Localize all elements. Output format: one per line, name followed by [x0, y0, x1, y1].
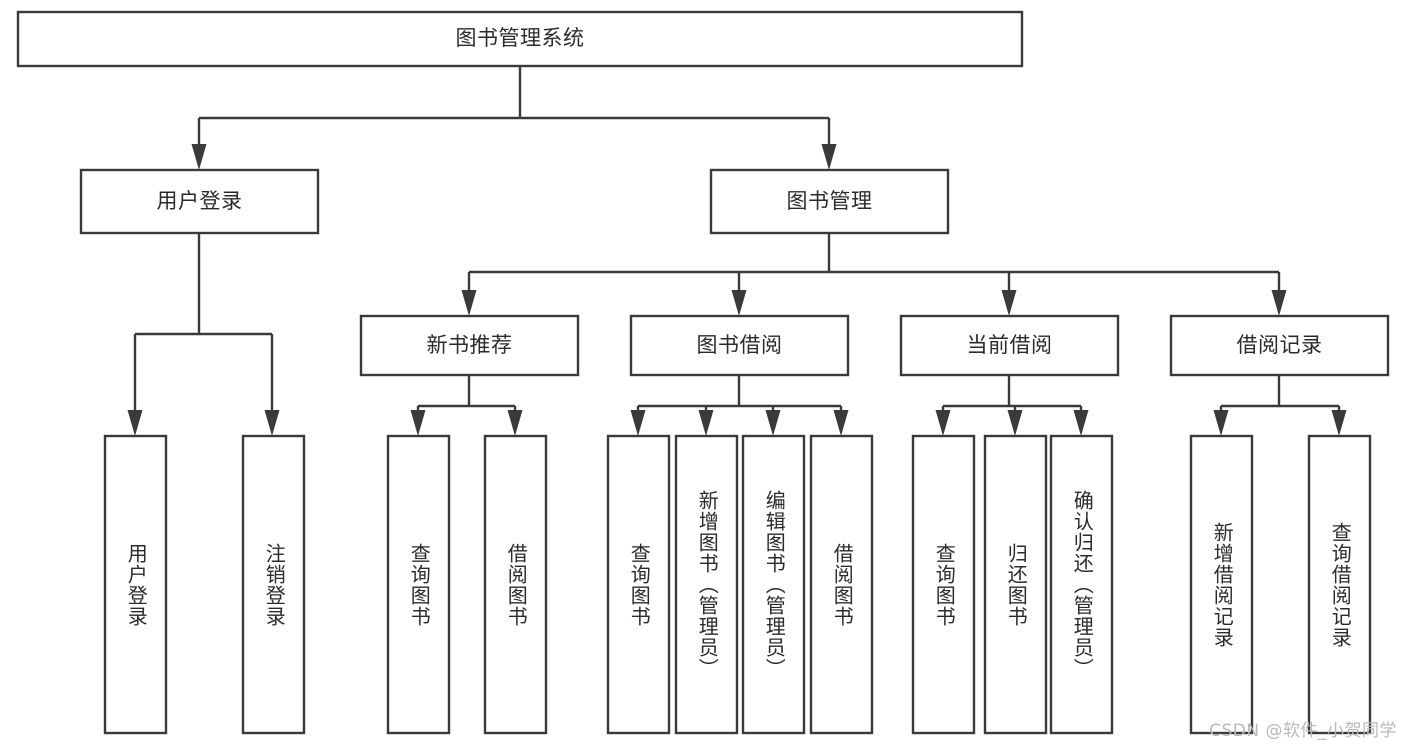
arrow-head-icon: [127, 410, 143, 436]
node-box-borrow-record[interactable]: [1169, 314, 1390, 377]
connector-book-manage: [461, 233, 1287, 316]
connector-new-book-rec: [410, 375, 523, 436]
node-box-leaf-borrow-query[interactable]: [606, 434, 671, 735]
node-box-leaf-rec-add[interactable]: [1189, 434, 1254, 735]
node-box-root[interactable]: [16, 10, 1024, 68]
node-box-leaf-borrow-add[interactable]: [674, 434, 739, 735]
arrow-head-icon: [1073, 410, 1089, 436]
node-box-new-book-rec[interactable]: [359, 314, 580, 377]
arrow-head-icon: [461, 290, 477, 316]
node-box-current-borrow[interactable]: [899, 314, 1120, 377]
arrow-head-icon: [698, 410, 714, 436]
connector-root: [191, 66, 837, 170]
arrow-head-icon: [1271, 290, 1287, 316]
node-box-leaf-borrow-edit[interactable]: [741, 434, 806, 735]
arrow-head-icon: [410, 410, 426, 436]
connector-user-login: [127, 233, 280, 436]
arrow-head-icon: [1007, 410, 1023, 436]
node-box-leaf-rec-borrow[interactable]: [483, 434, 548, 735]
arrow-head-icon: [833, 410, 849, 436]
node-box-leaf-cur-confirm[interactable]: [1049, 434, 1114, 735]
node-box-leaf-rec-query[interactable]: [386, 434, 451, 735]
arrow-head-icon: [191, 144, 207, 170]
node-box-leaf-borrow-lend[interactable]: [809, 434, 874, 735]
arrow-head-icon: [264, 410, 280, 436]
arrow-head-icon: [731, 290, 747, 316]
arrow-head-icon: [630, 410, 646, 436]
arrow-head-icon: [1001, 290, 1017, 316]
node-box-leaf-cur-return[interactable]: [983, 434, 1048, 735]
connector-book-borrow: [630, 375, 849, 436]
arrow-head-icon: [765, 410, 781, 436]
node-box-leaf-user-login[interactable]: [103, 434, 168, 735]
arrow-head-icon: [1331, 410, 1347, 436]
node-box-book-manage[interactable]: [709, 168, 950, 235]
connector-current-borrow: [935, 375, 1089, 436]
arrow-head-icon: [935, 410, 951, 436]
node-box-leaf-user-logout[interactable]: [241, 434, 306, 735]
connector-borrow-record: [1213, 375, 1347, 436]
node-box-leaf-rec-search[interactable]: [1307, 434, 1372, 735]
node-box-leaf-cur-query[interactable]: [911, 434, 976, 735]
node-box-user-login[interactable]: [79, 168, 320, 235]
arrow-head-icon: [821, 144, 837, 170]
arrow-head-icon: [1213, 410, 1229, 436]
node-box-book-borrow[interactable]: [629, 314, 850, 377]
arrow-head-icon: [507, 410, 523, 436]
